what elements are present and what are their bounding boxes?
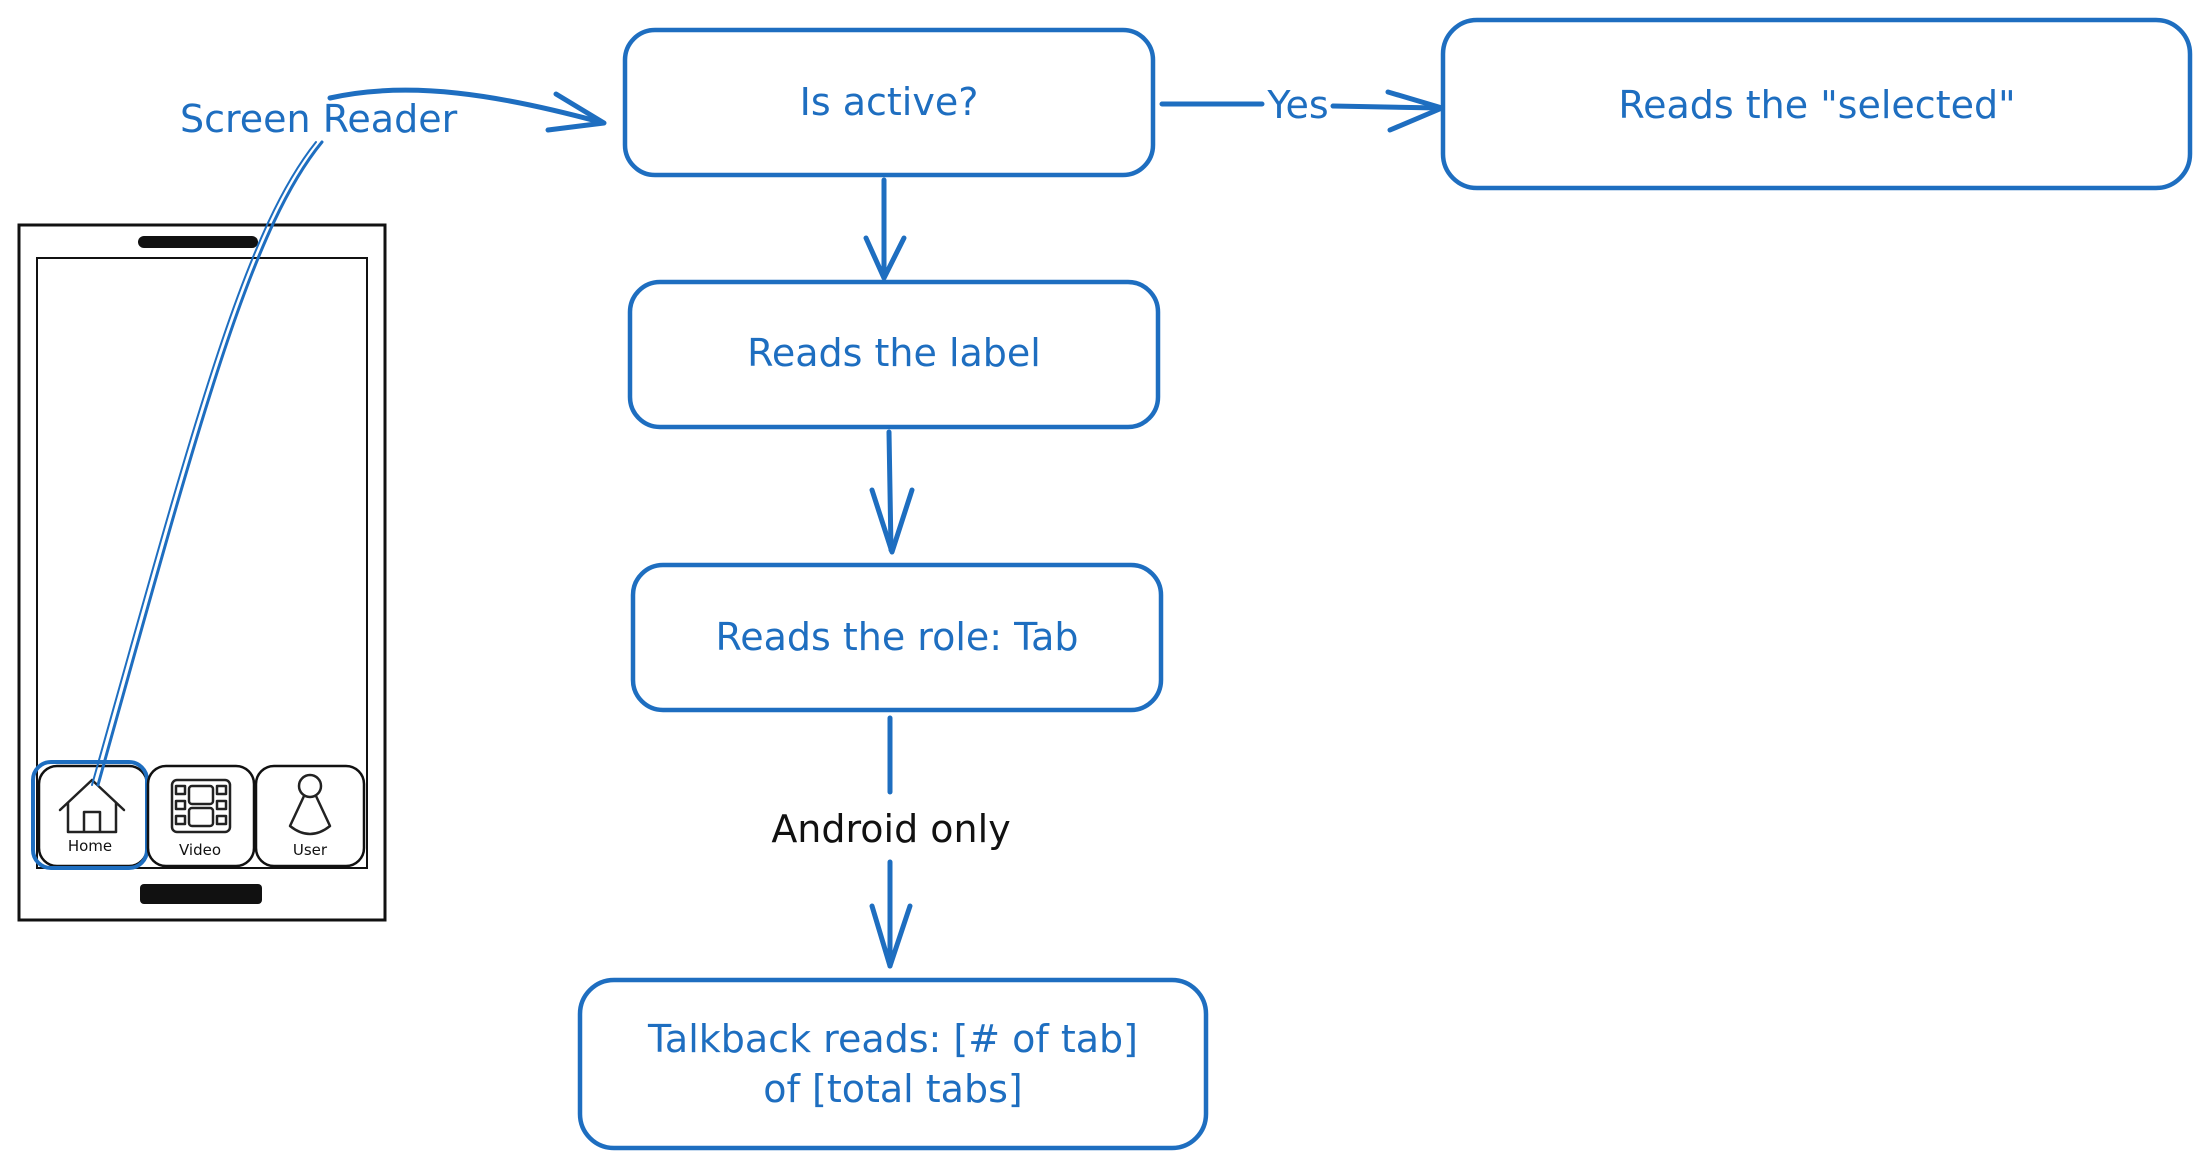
node-reads-role-text: Reads the role: Tab — [716, 615, 1079, 659]
label-android-only: Android only — [771, 807, 1010, 851]
edge-is-active-to-selected — [1159, 101, 1443, 111]
tab-home[interactable]: Home — [31, 760, 149, 870]
tab-user-frame — [254, 764, 366, 868]
node-talkback-text-line2: of [total tabs] — [763, 1067, 1022, 1111]
arrowhead-is-active — [545, 91, 607, 133]
house-icon — [58, 778, 126, 834]
edge-label-to-role — [886, 429, 894, 553]
film-icon — [170, 778, 232, 834]
tab-user-label: User — [293, 841, 328, 859]
edge-pointer-to-home-tab — [96, 140, 324, 787]
node-reads-label: Reads the label — [627, 279, 1161, 430]
label-yes: Yes — [1266, 83, 1328, 127]
arrowhead-role — [869, 487, 915, 555]
phone-screen — [36, 257, 368, 869]
edge-pointer-to-home-tab-2 — [91, 141, 317, 786]
phone-speaker — [138, 236, 258, 248]
edge-screen-reader-to-is-active — [327, 87, 603, 125]
node-reads-selected: Reads the "selected" — [1440, 17, 2193, 191]
arrowhead-talkback — [869, 903, 913, 969]
tab-home-label: Home — [68, 837, 112, 855]
tab-video[interactable]: Video — [146, 764, 256, 868]
node-is-active: Is active? — [622, 27, 1156, 178]
tab-user[interactable]: User — [254, 764, 366, 868]
user-icon — [288, 773, 332, 836]
label-screen-reader: Screen Reader — [180, 97, 458, 141]
phone-mockup: Home Video — [17, 223, 387, 922]
phone-home-bar — [140, 884, 262, 904]
arrowhead-selected — [1385, 89, 1445, 133]
arrowhead-label — [863, 235, 907, 281]
node-reads-role: Reads the role: Tab — [630, 562, 1164, 713]
node-reads-label-text: Reads the label — [747, 331, 1041, 375]
node-talkback-text-line1: Talkback reads: [# of tab] — [647, 1017, 1138, 1061]
tab-video-label: Video — [179, 841, 221, 859]
node-is-active-text: Is active? — [800, 80, 979, 124]
tab-video-frame — [146, 764, 256, 868]
phone-body — [17, 223, 387, 922]
node-reads-selected-text: Reads the "selected" — [1618, 83, 2015, 127]
node-talkback: Talkback reads: [# of tab] of [total tab… — [577, 977, 1209, 1151]
tab-bar: Home Video — [31, 760, 366, 870]
